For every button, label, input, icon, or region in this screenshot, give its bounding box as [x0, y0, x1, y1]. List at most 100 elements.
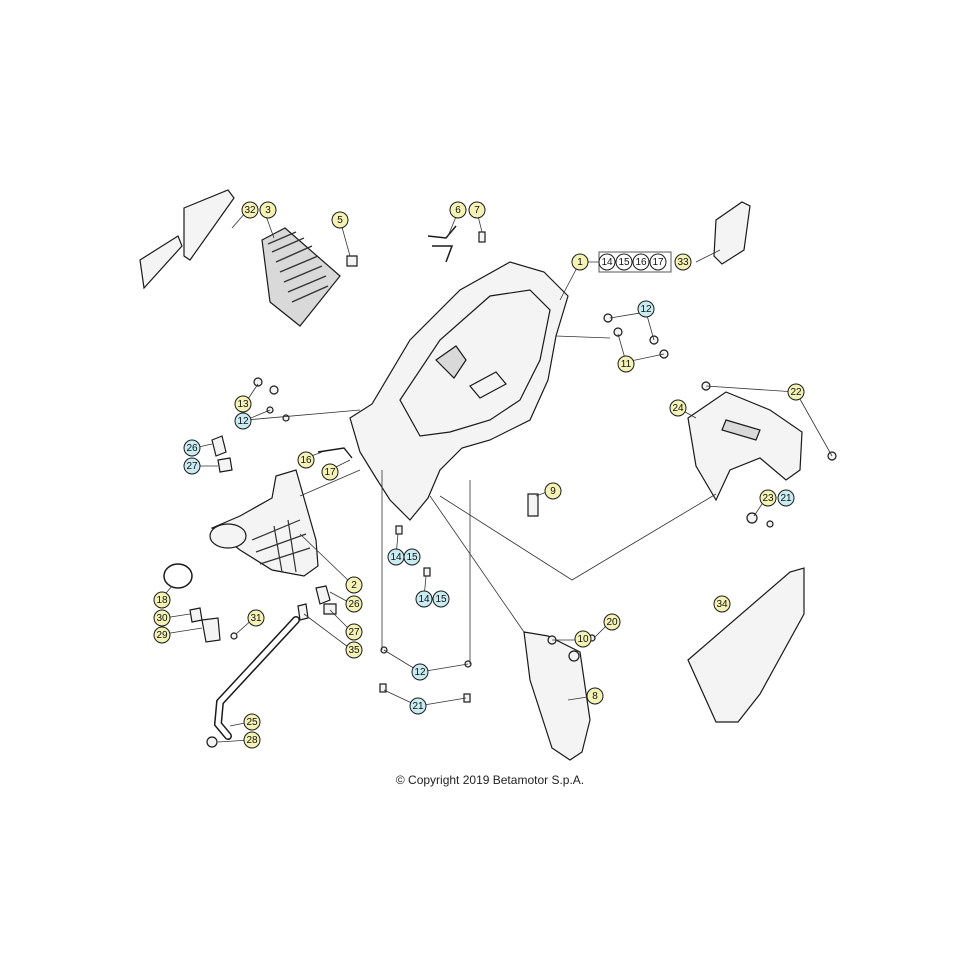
callout-18: 18	[153, 591, 171, 609]
part-3-air-filter	[261, 227, 341, 327]
callout-25: 25	[243, 713, 261, 731]
part-26-27-35-fittings	[297, 585, 337, 621]
callout-circle	[415, 590, 433, 608]
callout-circle	[153, 591, 171, 609]
callout-circle	[603, 613, 621, 631]
callout-circle	[297, 451, 315, 469]
callout-13: 13	[234, 395, 252, 413]
callout-12: 12	[411, 663, 429, 681]
callout-label: 15	[435, 594, 447, 605]
callout-circle	[241, 201, 259, 219]
callout-label: 9	[550, 486, 556, 497]
callout-33: 33	[674, 253, 692, 271]
part-9-plug	[527, 493, 539, 517]
callout-21: 21	[409, 697, 427, 715]
callout-label: 12	[414, 667, 426, 678]
part-34-side-panel	[687, 567, 805, 723]
callout-label: 14	[418, 594, 430, 605]
callout-5: 5	[331, 211, 349, 229]
callout-circle	[777, 489, 795, 507]
callout-circle	[411, 663, 429, 681]
hardware-11-12-right	[603, 313, 669, 359]
callout-label: 26	[186, 443, 198, 454]
part-8-mud-flap	[523, 631, 591, 761]
callout-label: 14	[601, 257, 613, 268]
callout-circle	[713, 595, 731, 613]
callout-circle	[669, 399, 687, 417]
callout-34: 34	[713, 595, 731, 613]
callout-circle	[574, 630, 592, 648]
callout-label: 7	[474, 205, 480, 216]
callout-label: 35	[348, 645, 360, 656]
callout-circle	[345, 623, 363, 641]
callout-22: 22	[787, 383, 805, 401]
callout-label: 15	[406, 552, 418, 563]
copyright-notice: © Copyright 2019 Betamotor S.p.A.	[395, 773, 585, 787]
callout-16: 16	[632, 253, 650, 271]
part-16-17-clamp	[317, 447, 353, 459]
callout-label: 27	[186, 461, 198, 472]
callout-14: 14	[415, 590, 433, 608]
callout-label: 21	[412, 701, 424, 712]
callout-label: 6	[455, 205, 461, 216]
callout-label: 32	[244, 205, 256, 216]
callout-14: 14	[387, 548, 405, 566]
callout-2: 2	[345, 576, 363, 594]
callout-10: 10	[574, 630, 592, 648]
callout-label: 33	[677, 257, 689, 268]
callout-circle	[234, 395, 252, 413]
callout-label: 8	[592, 691, 598, 702]
part-23-washer	[746, 512, 758, 524]
callout-32: 32	[241, 201, 259, 219]
callout-14: 14	[598, 253, 616, 271]
callout-label: 11	[621, 359, 632, 370]
callout-label: 28	[246, 735, 258, 746]
callout-circle	[649, 253, 667, 271]
callout-26: 26	[183, 439, 201, 457]
callout-11: 11	[617, 355, 635, 373]
part-1-airbox	[349, 261, 569, 521]
callout-circle	[449, 201, 467, 219]
callout-circle	[787, 383, 805, 401]
callout-label: 26	[348, 599, 360, 610]
callout-6: 6	[449, 201, 467, 219]
callout-label: 27	[348, 627, 360, 638]
part-31-screw	[230, 632, 238, 640]
callout-label: 18	[156, 595, 168, 606]
callout-circle	[403, 548, 421, 566]
callout-label: 20	[606, 617, 618, 628]
callout-label: 1	[577, 257, 583, 268]
callout-circle	[331, 211, 349, 229]
callout-circle	[637, 300, 655, 318]
callout-label: 25	[246, 717, 258, 728]
callout-circle	[153, 626, 171, 644]
part-2-intake-duct	[209, 469, 319, 577]
callout-27: 27	[345, 623, 363, 641]
callout-label: 10	[577, 634, 589, 645]
callout-circle	[183, 457, 201, 475]
callout-29: 29	[153, 626, 171, 644]
callout-26: 26	[345, 595, 363, 613]
callout-23: 23	[759, 489, 777, 507]
part-21-screw	[766, 520, 774, 528]
callout-label: 12	[640, 304, 652, 315]
callout-7: 7	[468, 201, 486, 219]
callout-31: 31	[247, 609, 265, 627]
callout-circle	[183, 439, 201, 457]
callout-label: 30	[156, 613, 168, 624]
callout-17: 17	[321, 463, 339, 481]
callout-circle	[544, 482, 562, 500]
callout-circle	[259, 201, 277, 219]
callout-35: 35	[345, 641, 363, 659]
callout-circle	[571, 253, 589, 271]
callout-label: 13	[237, 399, 249, 410]
callout-16: 16	[297, 451, 315, 469]
callout-label: 5	[337, 215, 343, 226]
callout-20: 20	[603, 613, 621, 631]
callout-label: 29	[156, 630, 168, 641]
callout-28: 28	[243, 731, 261, 749]
callout-label: 12	[237, 416, 249, 427]
callout-circle	[243, 731, 261, 749]
